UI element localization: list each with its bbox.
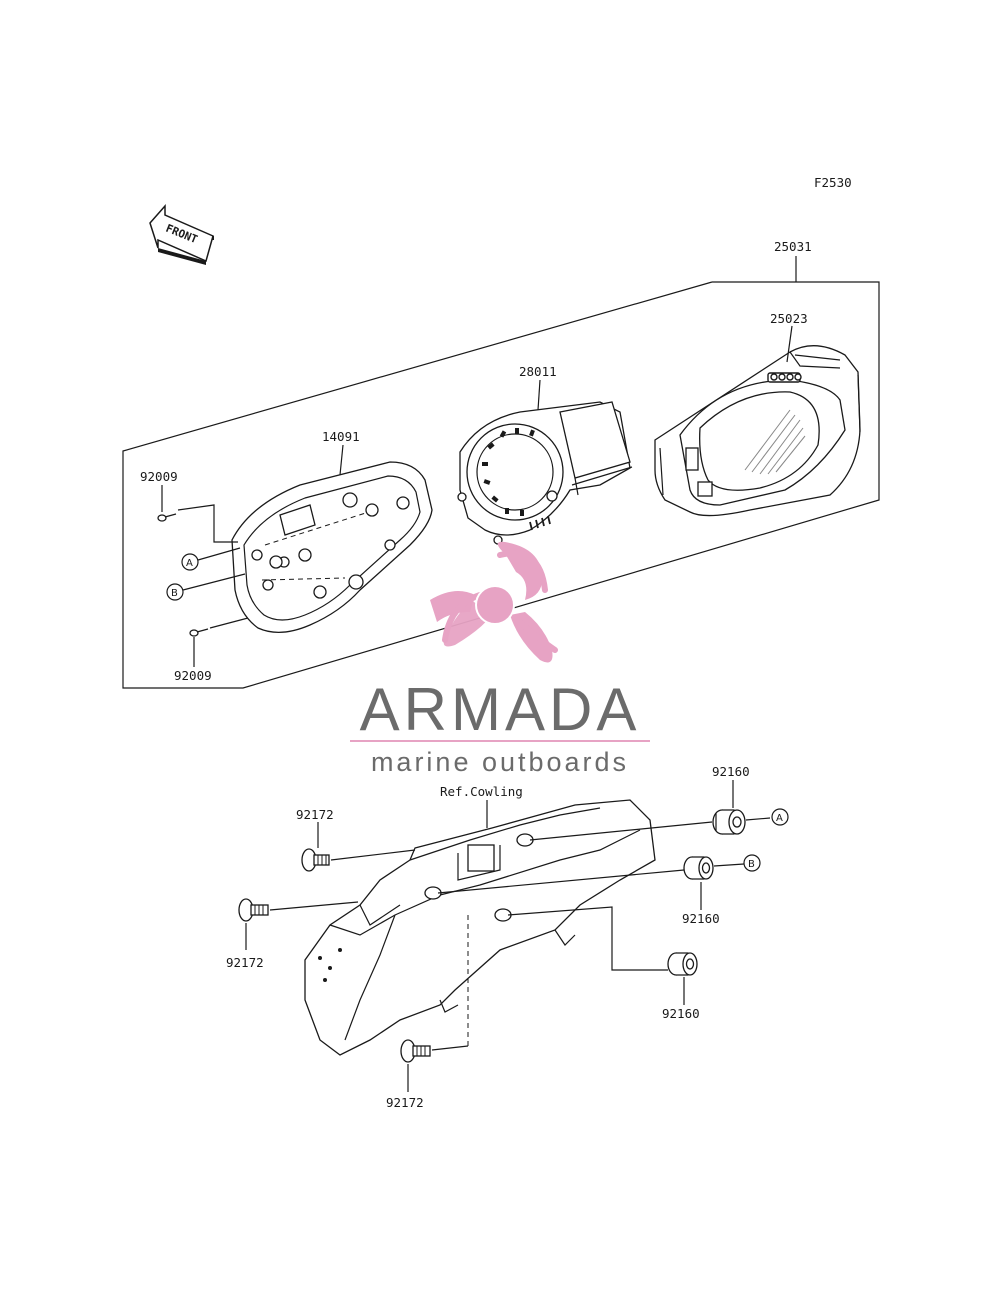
callout-92009-bottom: 92009 [174,668,212,683]
callout-92160-b: 92160 [682,911,720,926]
marker-b-right: B [743,854,761,872]
callout-92009-top: 92009 [140,469,178,484]
screw-top [157,513,177,522]
ref-cowling-note: Ref.Cowling [440,784,523,799]
tagline-text: marine outboards [371,747,629,777]
grommet-b [683,856,714,880]
meter-case [231,461,433,633]
meter-unit [457,401,633,545]
callout-92172-mid: 92172 [226,955,264,970]
callout-92160-a: 92160 [712,764,750,779]
svg-text:A: A [776,813,783,824]
front-arrow-icon: FRONT [149,204,214,265]
armada-logo: ARMADA marine outboards [350,541,650,777]
svg-text:B: B [748,859,755,870]
callout-92172-top: 92172 [296,807,334,822]
assembly-boundary [122,281,880,689]
callout-28011: 28011 [519,364,557,379]
callout-25023: 25023 [770,311,808,326]
svg-text:B: B [171,588,178,599]
callout-92172-bottom: 92172 [386,1095,424,1110]
marker-b-left: B [166,583,184,601]
callout-14091: 14091 [322,429,360,444]
meter-cover [654,345,861,517]
marker-a-right: A [771,808,789,826]
bolt-bottom [400,1039,431,1063]
marker-a-left: A [181,553,199,571]
brand-text: ARMADA [360,676,641,743]
callout-25031: 25031 [774,239,812,254]
grommet-a [712,809,746,835]
figure-code: F2530 [814,175,852,190]
bolt-top [301,848,330,872]
svg-text:A: A [186,558,193,569]
screw-bottom [189,628,209,637]
meter-bracket [304,799,656,1056]
callout-92160-c: 92160 [662,1006,700,1021]
grommet-c [667,952,698,976]
bolt-mid [238,898,269,922]
